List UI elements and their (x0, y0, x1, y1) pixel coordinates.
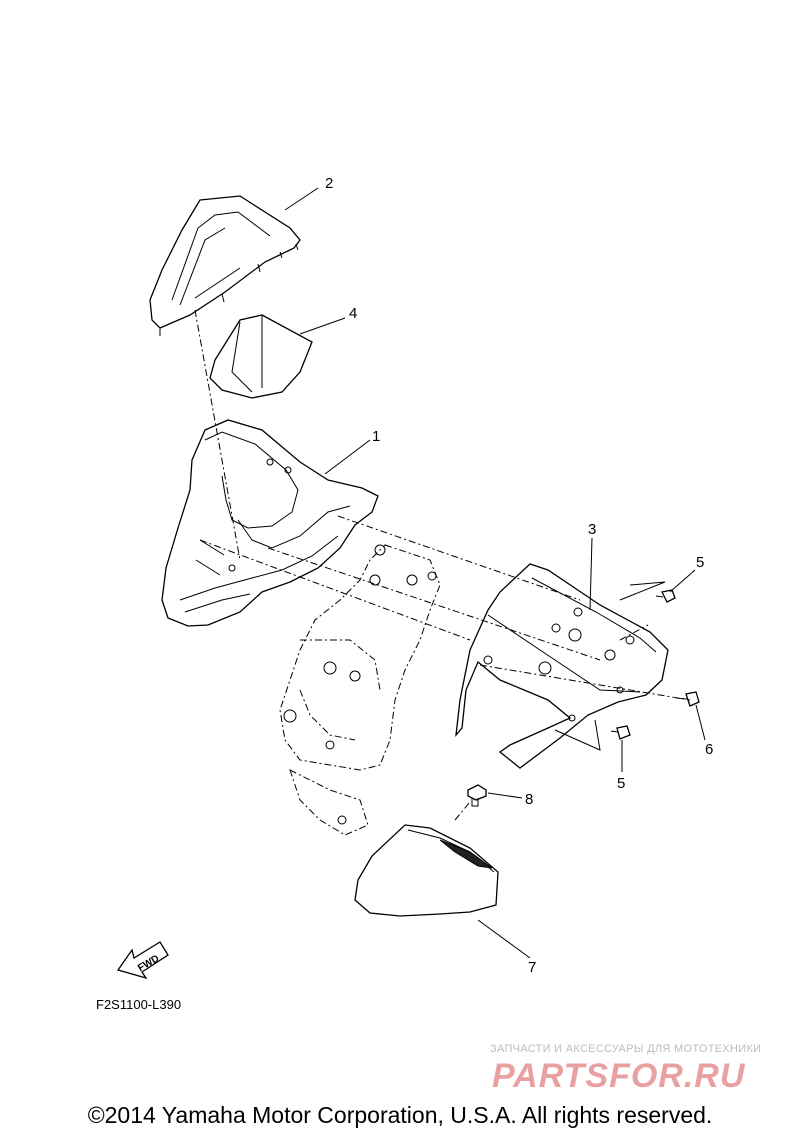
part-2-top-cover (149, 195, 301, 336)
diagram-code: F2S1100-L390 (96, 997, 182, 1012)
assembly-lines (194, 309, 691, 821)
steering-assembly-outline (279, 544, 441, 836)
watermark-caption: ЗАПЧАСТИ И АКСЕССУАРЫ ДЛЯ МОТОТЕХНИКИ (490, 1043, 762, 1055)
callout-6: 6 (705, 741, 713, 758)
part-6-bolt (675, 691, 700, 707)
callout-8: 8 (525, 791, 533, 808)
callout-1: 1 (372, 428, 380, 445)
fwd-arrow-icon: FWD (116, 941, 169, 980)
watermark-logo: PARTSFOR.RU (492, 1057, 746, 1094)
callouts: 2 4 1 3 5 6 5 8 7 (325, 175, 713, 976)
callout-5-lower: 5 (617, 775, 625, 792)
part-8-screw (467, 784, 487, 807)
part-5-screw-lower (610, 725, 631, 740)
callout-4: 4 (349, 305, 357, 322)
copyright-notice: ©2014 Yamaha Motor Corporation, U.S.A. A… (87, 1102, 713, 1128)
callout-2: 2 (325, 175, 333, 192)
part-5-screw-upper (655, 589, 676, 603)
callout-3: 3 (588, 521, 596, 538)
callout-7: 7 (528, 959, 536, 976)
part-7-lower-cover (354, 824, 499, 917)
svg-text:PARTSFOR.RU: PARTSFOR.RU (492, 1057, 746, 1094)
leader-lines (284, 187, 706, 959)
part-4-pad (209, 314, 313, 399)
part-3-inner-panel (455, 563, 669, 769)
callout-5-upper: 5 (696, 554, 704, 571)
part-1-front-cowl (161, 419, 379, 627)
